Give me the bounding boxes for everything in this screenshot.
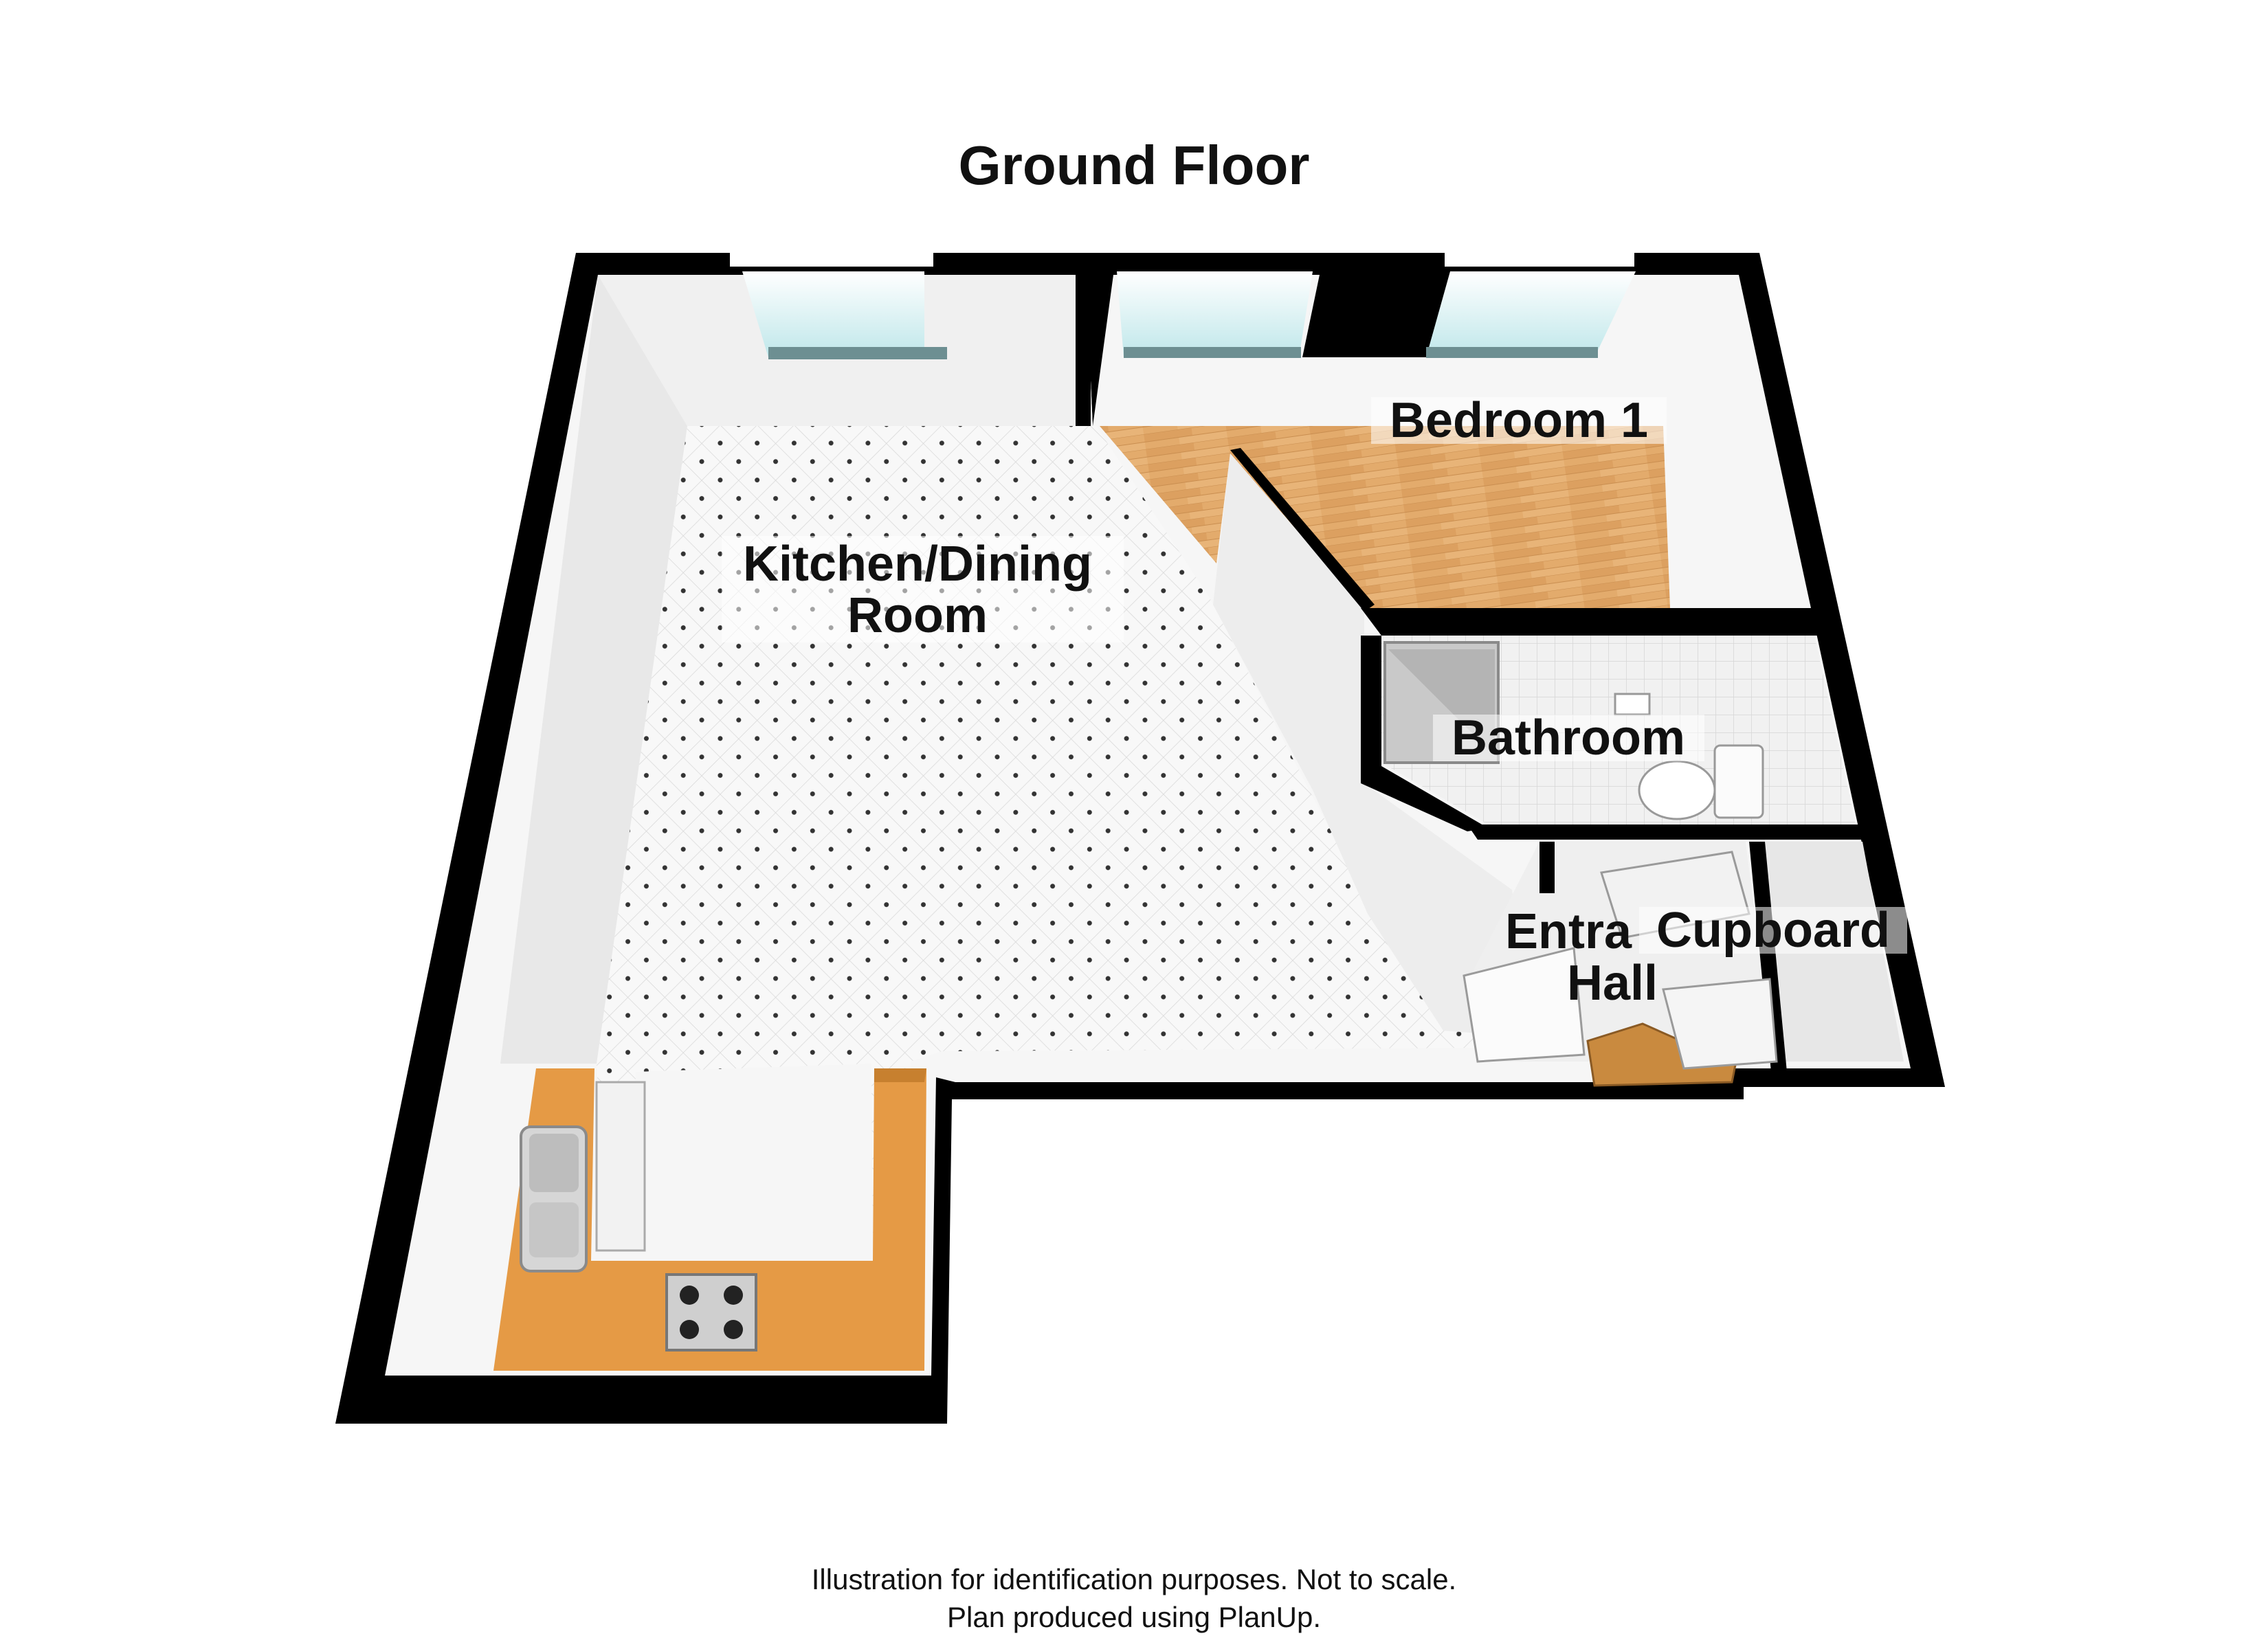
window-2	[1117, 271, 1313, 357]
floor-title: Ground Floor	[958, 135, 1310, 196]
window-2-sill	[1124, 347, 1301, 358]
room-label-kitchen-line2: Room	[847, 588, 988, 643]
cupboard-wall	[1749, 842, 1787, 1072]
partition-stub	[1076, 268, 1091, 426]
bedroom-floor	[1100, 426, 1670, 608]
window-3	[1426, 271, 1636, 357]
bathroom-west-wall	[1361, 636, 1488, 831]
toilet-bowl	[1638, 760, 1716, 820]
kitchen-worktop	[493, 1068, 926, 1371]
room-label-entrance-line1: Entra	[1505, 904, 1632, 959]
room-label-bathroom: Bathroom	[1452, 710, 1685, 765]
room-label-bedroom-1: Bedroom 1	[1390, 393, 1648, 448]
room-label-kitchen-line1: Kitchen/Dining	[743, 537, 1092, 592]
west-wall-face	[500, 275, 687, 1064]
angled-partition	[1213, 453, 1533, 1037]
cupboard-door	[1662, 978, 1778, 1070]
toilet-cistern	[1713, 744, 1764, 819]
window-1	[742, 271, 924, 357]
window-3-sill	[1426, 347, 1598, 358]
hall-wall-stub	[1539, 842, 1555, 893]
footer-credit: Plan produced using PlanUp.	[946, 1601, 1322, 1633]
footer-disclaimer: Illustration for identification purposes…	[811, 1563, 1457, 1595]
window-1-sill	[768, 347, 947, 359]
bedroom-bath-wall	[1361, 608, 1818, 636]
bathroom-south-wall	[1467, 824, 1864, 840]
kitchen-hob	[665, 1273, 757, 1351]
entrance-door	[1586, 1022, 1737, 1087]
kitchen-appliance	[595, 1081, 646, 1252]
hall-door-open	[1463, 947, 1586, 1063]
room-label-cupboard: Cupboard	[1656, 903, 1890, 958]
room-label-entrance-line2: Hall	[1567, 956, 1658, 1011]
partition-top-edge	[1230, 448, 1375, 612]
